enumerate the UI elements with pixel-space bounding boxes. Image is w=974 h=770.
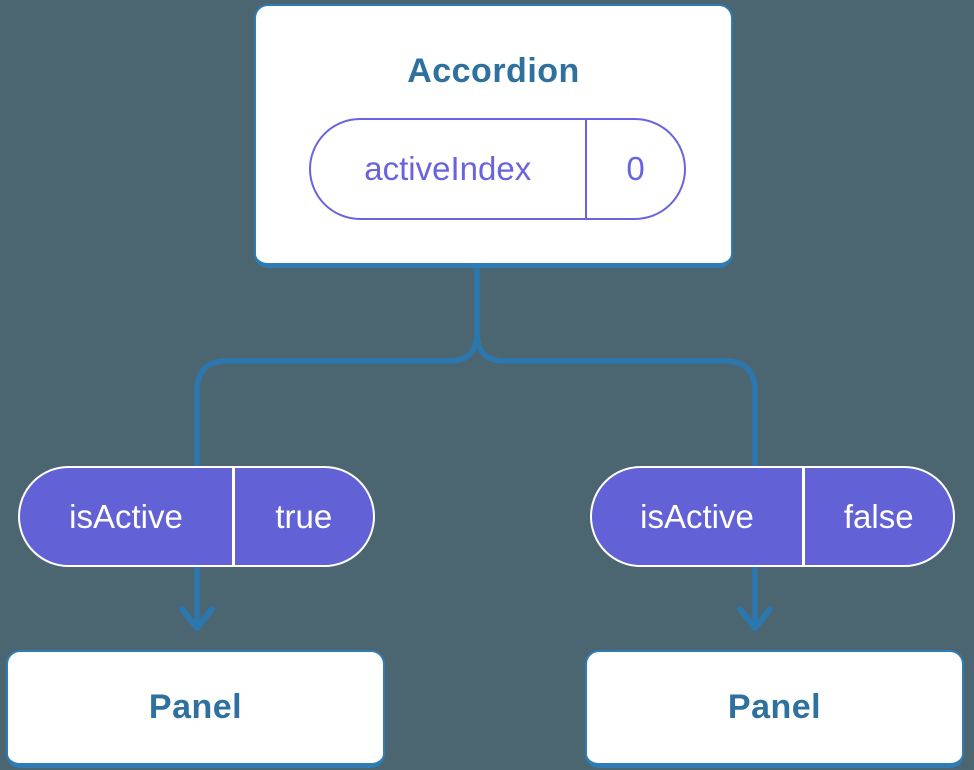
pill-divider xyxy=(584,120,587,218)
accordion-node-title: Accordion xyxy=(407,52,580,90)
accordion-node: Accordion activeIndex 0 xyxy=(254,4,733,268)
prop-name-label: isActive xyxy=(640,497,754,535)
prop-value-label: false xyxy=(843,497,914,535)
state-value-label: 0 xyxy=(626,150,645,187)
panel-node-right: Panel xyxy=(585,650,964,768)
pill-divider xyxy=(802,468,805,565)
connector-right-branch xyxy=(474,267,758,624)
arrowhead-right-icon xyxy=(737,606,773,631)
prop-name-label: isActive xyxy=(69,497,183,535)
state-pill-activeindex: activeIndex 0 xyxy=(309,118,686,220)
prop-value-label: true xyxy=(275,497,333,535)
panel-node-left: Panel xyxy=(6,650,385,768)
panel-node-title: Panel xyxy=(727,688,822,726)
connector-left-branch xyxy=(194,267,480,624)
prop-pill-isactive-true: isActive true xyxy=(18,466,375,567)
prop-pill-isactive-false: isActive false xyxy=(590,466,955,567)
panel-node-title: Panel xyxy=(148,688,243,726)
arrowhead-left-icon xyxy=(179,606,215,631)
pill-divider xyxy=(232,468,235,565)
state-name-label: activeIndex xyxy=(364,150,532,187)
